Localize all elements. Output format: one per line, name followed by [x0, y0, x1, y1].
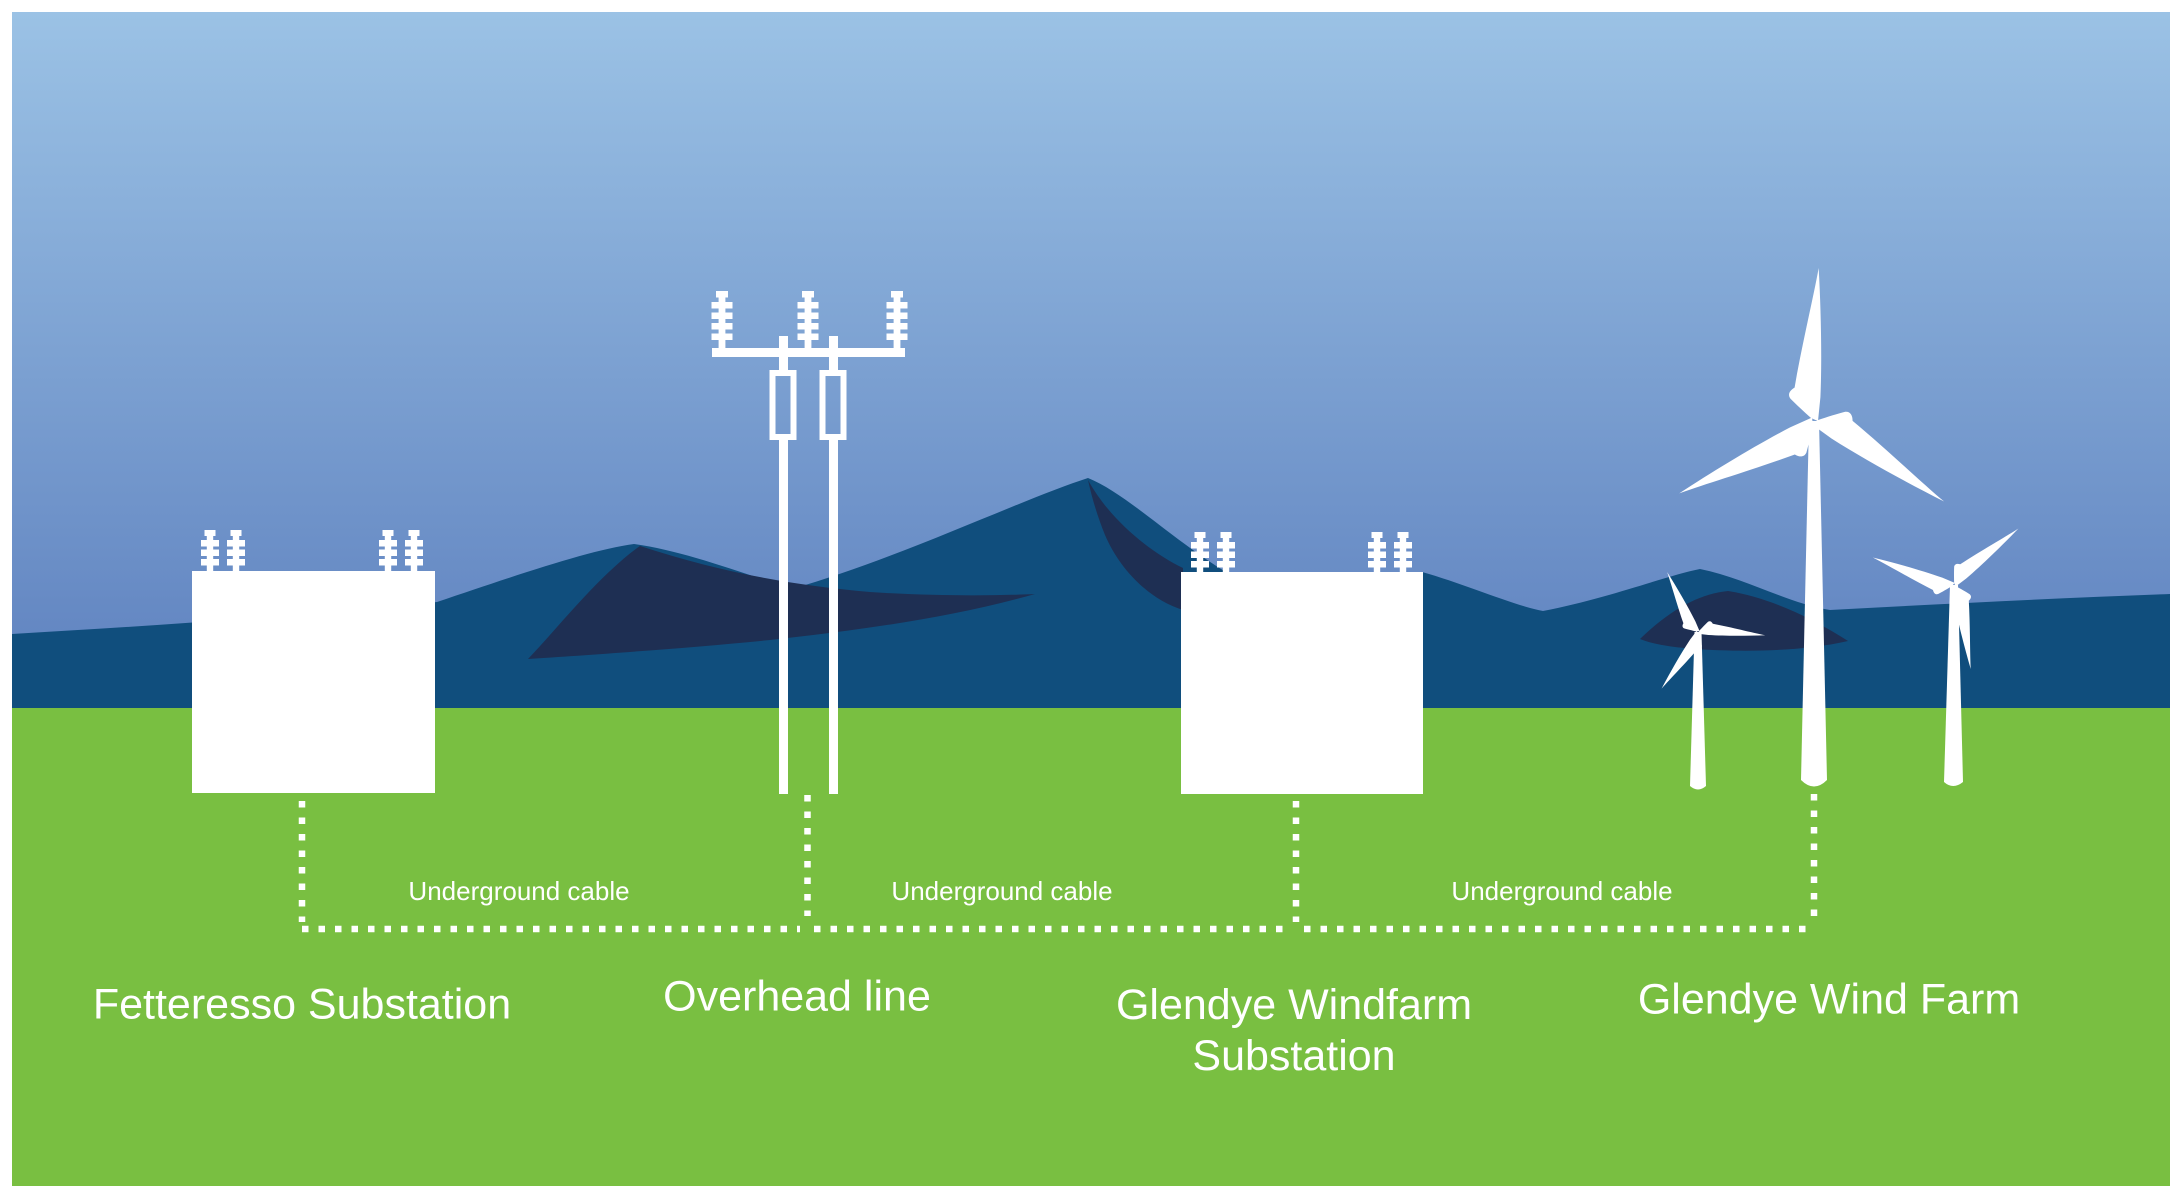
fetteresso-substation-label: Fetteresso Substation: [92, 980, 512, 1029]
underground-cable-label-3: Underground cable: [1451, 876, 1673, 906]
glendye-wind-farm-label: Glendye Wind Farm: [1637, 975, 2021, 1024]
mountain-shadow-center: [1088, 480, 1183, 610]
glendye-substation-label-line2: Substation: [1192, 1032, 1396, 1080]
wind-turbine-small-left: [1656, 571, 1766, 790]
pole-crossarm: [712, 348, 905, 357]
glendye-substation-label-line1: Glendye Windfarm: [1115, 981, 1473, 1029]
pole-switch-housing-right: [819, 370, 847, 440]
fetteresso-substation: [192, 530, 435, 793]
pole-right: [829, 357, 838, 376]
overhead-line-pole: [711, 291, 908, 794]
turbine-tower: [1801, 421, 1827, 787]
wind-turbine-small-right: [1868, 517, 2021, 786]
underground-cable-routes: [298, 794, 1818, 933]
pole-left: [779, 357, 788, 376]
overhead-line-label: Overhead line: [663, 972, 931, 1021]
turbine-tower: [1944, 585, 1963, 786]
pole-right: [829, 434, 838, 794]
substation-building: [1181, 572, 1423, 794]
glendye-windfarm-substation: [1181, 532, 1423, 794]
substation-building: [192, 571, 435, 793]
pole-stub-right: [829, 336, 838, 348]
pole-switch-housing-left: [769, 370, 797, 440]
glendye-wind-farm-turbines: [1656, 267, 2021, 790]
pole-left: [779, 434, 788, 794]
wind-turbine-large: [1677, 267, 1959, 787]
pole-stub-left: [779, 336, 788, 348]
mountain-ridge: [12, 478, 2170, 750]
underground-cable-label-2: Underground cable: [891, 876, 1113, 906]
mountain-shadow-right: [1640, 591, 1848, 651]
underground-cable-label-1: Underground cable: [408, 876, 630, 906]
turbine-tower: [1690, 632, 1706, 790]
glendye-substation-label: Glendye Windfarm Substation: [1116, 980, 1472, 1082]
